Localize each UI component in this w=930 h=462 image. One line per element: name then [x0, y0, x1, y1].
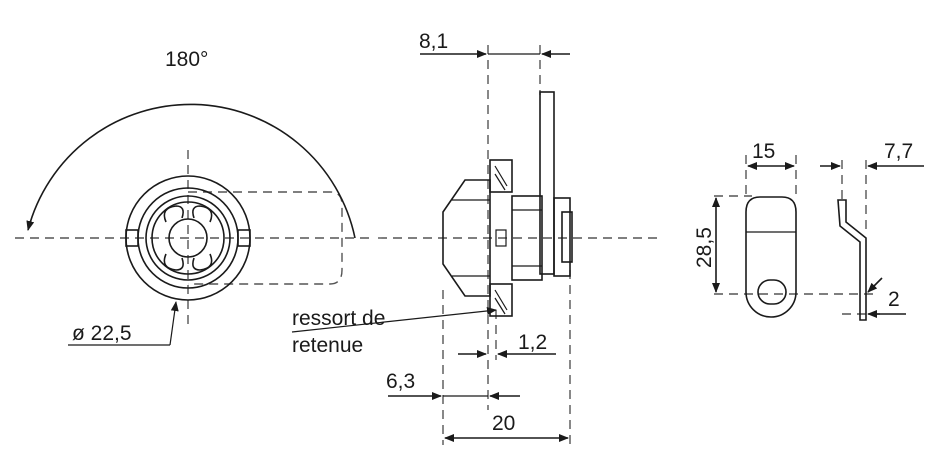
spring-hatch-3 [494, 289, 508, 311]
spring-hatch-2 [494, 173, 506, 191]
spring-bottom [489, 283, 513, 317]
left-tab [125, 229, 139, 247]
dim-1-2-label: 1,2 [518, 331, 547, 354]
keyway-lobe-top-left [163, 205, 184, 223]
dim-2-arrow-top [867, 277, 883, 293]
dim-28-5-label: 28,5 [693, 227, 716, 268]
cam-slot [757, 279, 787, 305]
bezel [442, 179, 491, 297]
dim-2-label: 2 [888, 288, 900, 311]
front-view: ø 22,5 180° [15, 48, 370, 346]
plug-ring [145, 195, 231, 281]
rotation-arc [26, 103, 356, 239]
spring-hatch-1 [494, 165, 508, 187]
cam-detail: 15 7,7 28,5 2 [693, 140, 924, 321]
spring-top [489, 159, 513, 193]
spring-leader [291, 306, 497, 333]
dim-6-3-label: 6,3 [386, 370, 415, 393]
angle-label: 180° [165, 48, 208, 71]
diameter-label: ø 22,5 [72, 322, 132, 345]
lock-body [511, 195, 543, 281]
dim-7-7-label: 7,7 [884, 140, 913, 163]
right-tab [237, 229, 251, 247]
dim-20-label: 20 [492, 412, 515, 435]
keyway-lobe-bottom-left [163, 253, 184, 271]
cam-side-profile [837, 199, 867, 321]
cam-outline-dashed [188, 191, 343, 285]
keyway-lobe-top-right [192, 205, 213, 223]
rear-end [561, 211, 573, 263]
plug-face [151, 201, 225, 275]
cam-plate [539, 91, 555, 275]
dim-15-label: 15 [752, 140, 775, 163]
spring-hatch-4 [494, 297, 506, 315]
spring-label-line2: retenue [292, 334, 363, 357]
dim-8-1-label: 8,1 [419, 30, 448, 53]
diameter-leader [169, 301, 179, 346]
rear-nut [553, 197, 571, 277]
cam-front-shape [745, 196, 797, 318]
keyway-lobe-bottom-right [192, 253, 213, 271]
spring-label-line1: ressort de [292, 307, 385, 330]
side-view: 8,1 ressort de retenue 1,2 6,3 20 [291, 30, 660, 445]
body-key-slot [495, 229, 507, 247]
keyway-center [168, 218, 208, 258]
